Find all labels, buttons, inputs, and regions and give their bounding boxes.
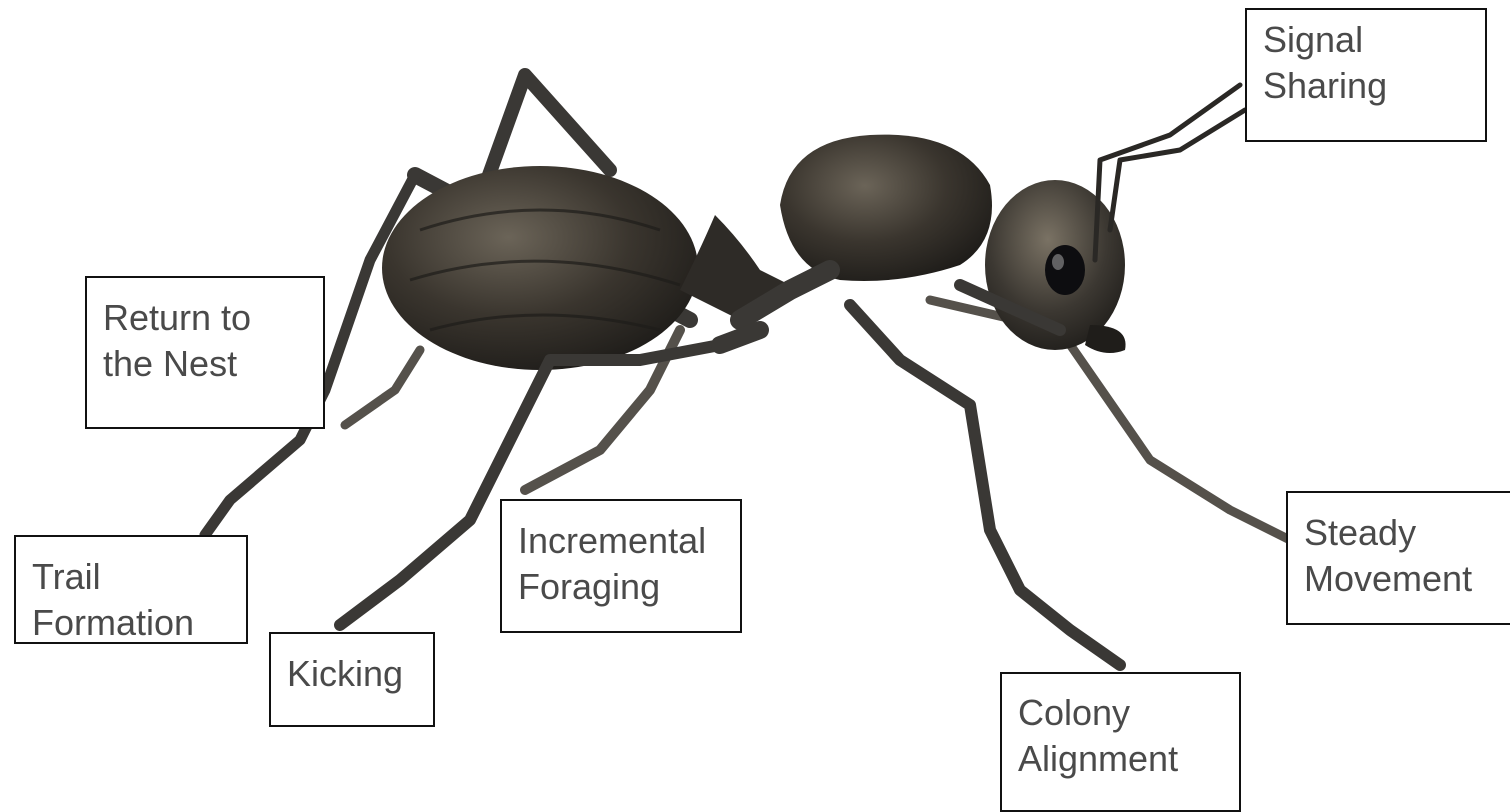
label-colony-alignment: Colony Alignment bbox=[1000, 672, 1241, 812]
label-incremental-foraging: Incremental Foraging bbox=[500, 499, 742, 633]
label-kicking: Kicking bbox=[269, 632, 435, 727]
label-trail-formation: Trail Formation bbox=[14, 535, 248, 644]
ant-gaster bbox=[382, 166, 698, 370]
far-hind-leg bbox=[345, 350, 420, 425]
ant-mandible bbox=[1085, 325, 1126, 353]
ant-eye bbox=[1045, 245, 1085, 295]
label-return-to-nest: Return to the Nest bbox=[85, 276, 325, 429]
label-steady-movement: Steady Movement bbox=[1286, 491, 1510, 625]
ant-thorax bbox=[780, 135, 992, 281]
label-signal-sharing: Signal Sharing bbox=[1245, 8, 1487, 142]
